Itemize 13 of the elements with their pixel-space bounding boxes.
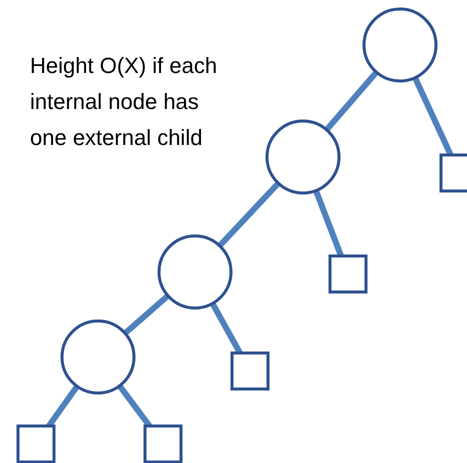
external-node-square	[230, 352, 270, 390]
internal-node-circle	[362, 8, 438, 82]
external-node-square	[328, 254, 368, 294]
note-text: Height O(X) if each internal node has one external child	[30, 52, 218, 152]
internal-node-circle	[266, 120, 340, 194]
tree-edge	[412, 76, 454, 156]
internal-node-circle	[60, 320, 136, 394]
internal-node-circle	[158, 234, 232, 310]
tree-edge	[123, 293, 170, 336]
tree-edge	[217, 181, 281, 248]
tree-edge	[210, 302, 243, 354]
tree-edge	[313, 190, 344, 258]
tree-edge	[324, 70, 379, 132]
